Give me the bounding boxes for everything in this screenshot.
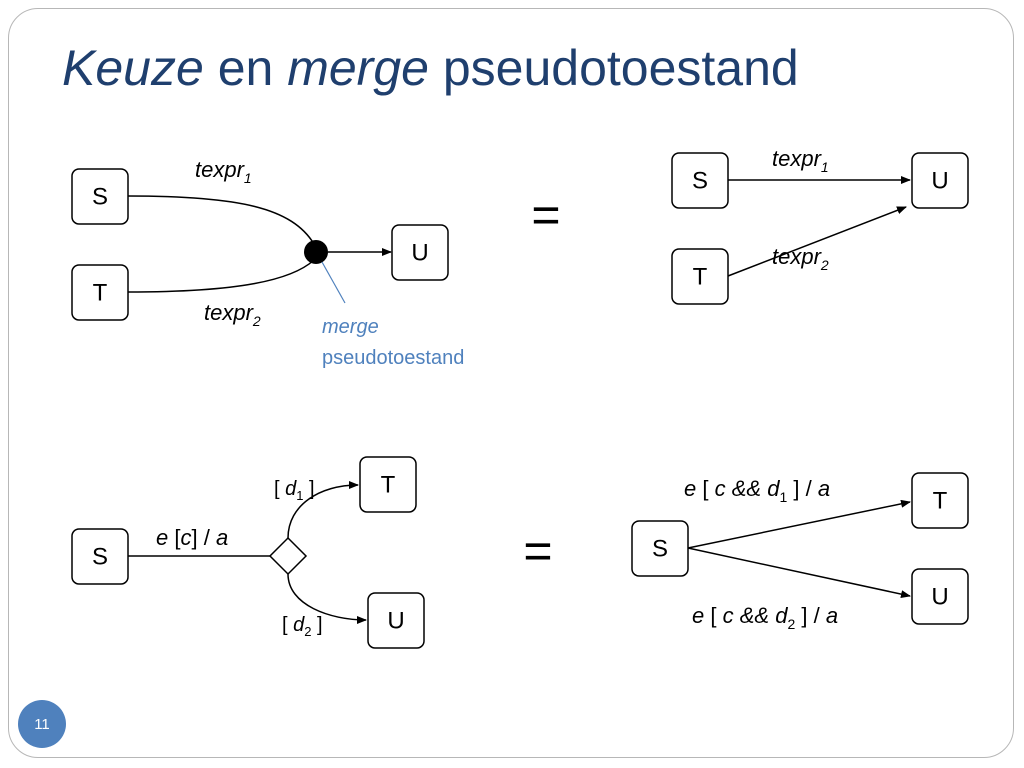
- equals-sign-bottom: =: [523, 523, 552, 579]
- title-keuze: Keuze: [62, 40, 204, 96]
- state-label: U: [387, 608, 404, 635]
- state-label: T: [933, 488, 948, 515]
- state-t: T: [359, 456, 417, 513]
- state-label: T: [381, 472, 396, 499]
- label-guard-d1: [ d1 ]: [274, 478, 315, 503]
- state-label: U: [931, 584, 948, 611]
- state-label: S: [92, 184, 108, 211]
- merge-left-diagram: S T U texpr1 texpr2 merge pseudotoestand: [71, 157, 464, 369]
- state-u: U: [911, 568, 969, 625]
- title-merge: merge: [287, 40, 429, 96]
- title-pseudotoestand: pseudotoestand: [442, 40, 799, 96]
- label-trigger: e [c] / a: [156, 525, 228, 550]
- equals-sign-top: =: [531, 187, 560, 243]
- state-label: S: [92, 544, 108, 571]
- edge-t-to-u: [727, 206, 907, 277]
- title-en: en: [217, 40, 274, 96]
- edge-s-to-u: [687, 547, 911, 599]
- choice-right-diagram: S T U e [ c && d1 ] / a e [ c && d2 ] / …: [631, 472, 969, 632]
- callout-pointer: [321, 261, 346, 304]
- label-transition-d1: e [ c && d1 ] / a: [684, 476, 830, 505]
- state-t: T: [671, 248, 729, 305]
- state-label: S: [652, 536, 668, 563]
- state-s: S: [631, 520, 689, 577]
- edge-choice-to-t: [287, 481, 359, 539]
- state-s: S: [671, 152, 729, 209]
- state-label: U: [411, 240, 428, 267]
- state-s: S: [71, 168, 129, 225]
- callout-pseudotoestand: pseudotoestand: [322, 347, 464, 369]
- state-label: T: [93, 280, 108, 307]
- edge-s-to-merge: [127, 195, 315, 245]
- merge-right-diagram: S T U texpr1 texpr2: [671, 146, 969, 305]
- edge-t-to-merge: [127, 259, 315, 293]
- label-texpr2: texpr2: [772, 244, 829, 273]
- slide-title: Keuze en merge pseudotoestand: [62, 38, 799, 98]
- state-u: U: [911, 152, 969, 209]
- state-t: T: [911, 472, 969, 529]
- slide-number-badge: 11: [18, 700, 66, 748]
- label-transition-d2: e [ c && d2 ] / a: [692, 603, 838, 632]
- label-texpr1: texpr1: [772, 146, 829, 175]
- state-label: U: [931, 168, 948, 195]
- state-s: S: [71, 528, 129, 585]
- label-texpr1: texpr1: [195, 157, 252, 186]
- choice-left-diagram: S T U e [c] / a [ d1 ] [ d2 ]: [71, 456, 425, 649]
- merge-pseudostate: [304, 240, 328, 264]
- edge-s-to-t: [687, 499, 911, 549]
- edge-choice-to-u: [287, 573, 367, 624]
- label-texpr2: texpr2: [204, 300, 261, 329]
- slide-frame: [8, 8, 1014, 758]
- state-label: T: [693, 264, 708, 291]
- state-u: U: [367, 592, 425, 649]
- state-t: T: [71, 264, 129, 321]
- state-label: S: [692, 168, 708, 195]
- callout-merge: merge: [322, 316, 379, 338]
- state-u: U: [391, 224, 449, 281]
- label-guard-d2: [ d2 ]: [282, 614, 323, 639]
- choice-pseudostate: [268, 536, 308, 576]
